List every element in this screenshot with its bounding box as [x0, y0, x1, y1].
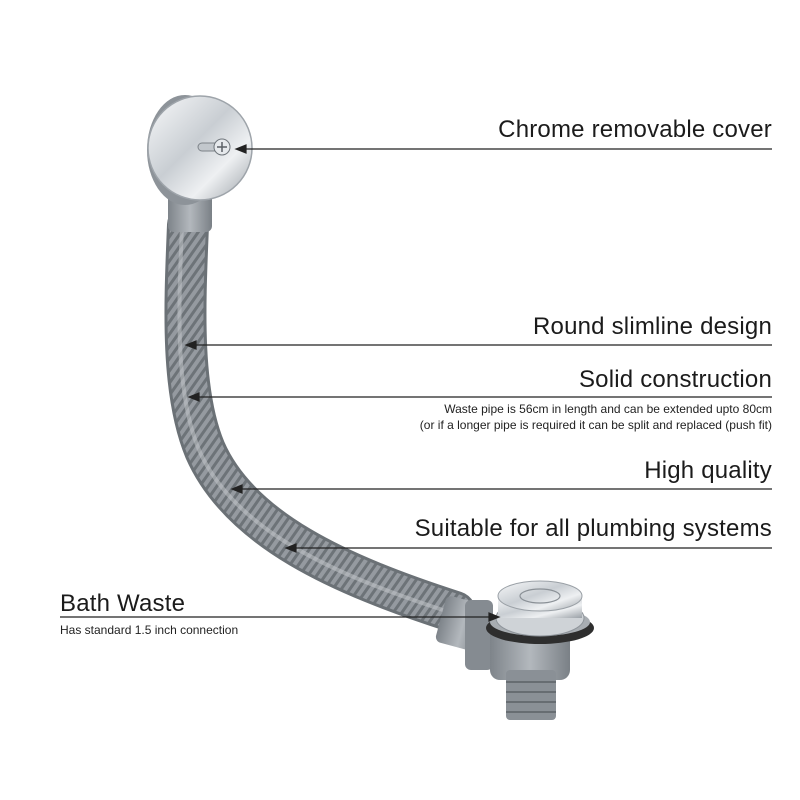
callout-quality-title: High quality: [644, 457, 772, 484]
callout-bath-waste-title: Bath Waste: [60, 590, 186, 617]
callout-construction-line2: (or if a longer pipe is required it can …: [419, 418, 772, 432]
callout-cover-title: Chrome removable cover: [498, 116, 772, 143]
leader-lines: [60, 144, 772, 622]
callout-design-title: Round slimline design: [533, 313, 772, 340]
callout-bath-waste-sub: Has standard 1.5 inch connection: [60, 623, 239, 637]
chrome-plug-top: [497, 580, 583, 612]
flexible-hose-ribs: [167, 207, 473, 630]
callout-construction-title: Solid construction: [578, 366, 772, 393]
callout-plumbing-title: Suitable for all plumbing systems: [414, 515, 772, 542]
callout-construction-line1: Waste pipe is 56cm in length and can be …: [444, 402, 772, 416]
